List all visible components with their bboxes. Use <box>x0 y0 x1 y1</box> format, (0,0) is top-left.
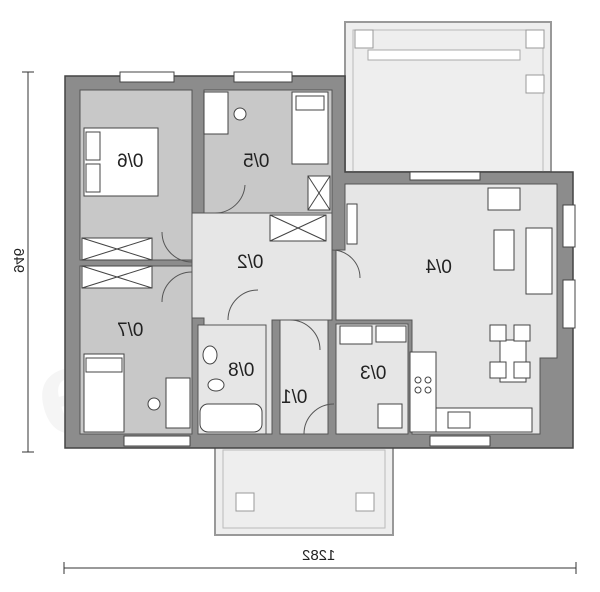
room-label-07: 0/7 <box>117 320 143 341</box>
terrace-top <box>344 21 552 173</box>
dimension-height: 946 <box>10 71 34 453</box>
room-label-02: 0/2 <box>237 252 263 273</box>
room-label-04: 0/4 <box>425 257 452 278</box>
windows <box>119 71 576 447</box>
room-label-05: 0/5 <box>243 151 269 172</box>
porch-bottom <box>214 444 394 536</box>
dimension-height-label: 946 <box>10 248 27 273</box>
room-label-01: 0/1 <box>281 387 307 408</box>
dimension-width-label: 1282 <box>302 547 335 564</box>
room-label-08: 0/8 <box>228 360 254 381</box>
room-label-03: 0/3 <box>360 363 386 384</box>
door-swings <box>161 184 361 435</box>
furniture <box>81 91 553 433</box>
dimension-width: 1282 <box>63 547 577 574</box>
room-label-06: 0/6 <box>117 151 143 172</box>
room-labels: 0/1 0/2 0/3 0/4 0/5 0/6 0/7 0/8 <box>117 151 452 408</box>
